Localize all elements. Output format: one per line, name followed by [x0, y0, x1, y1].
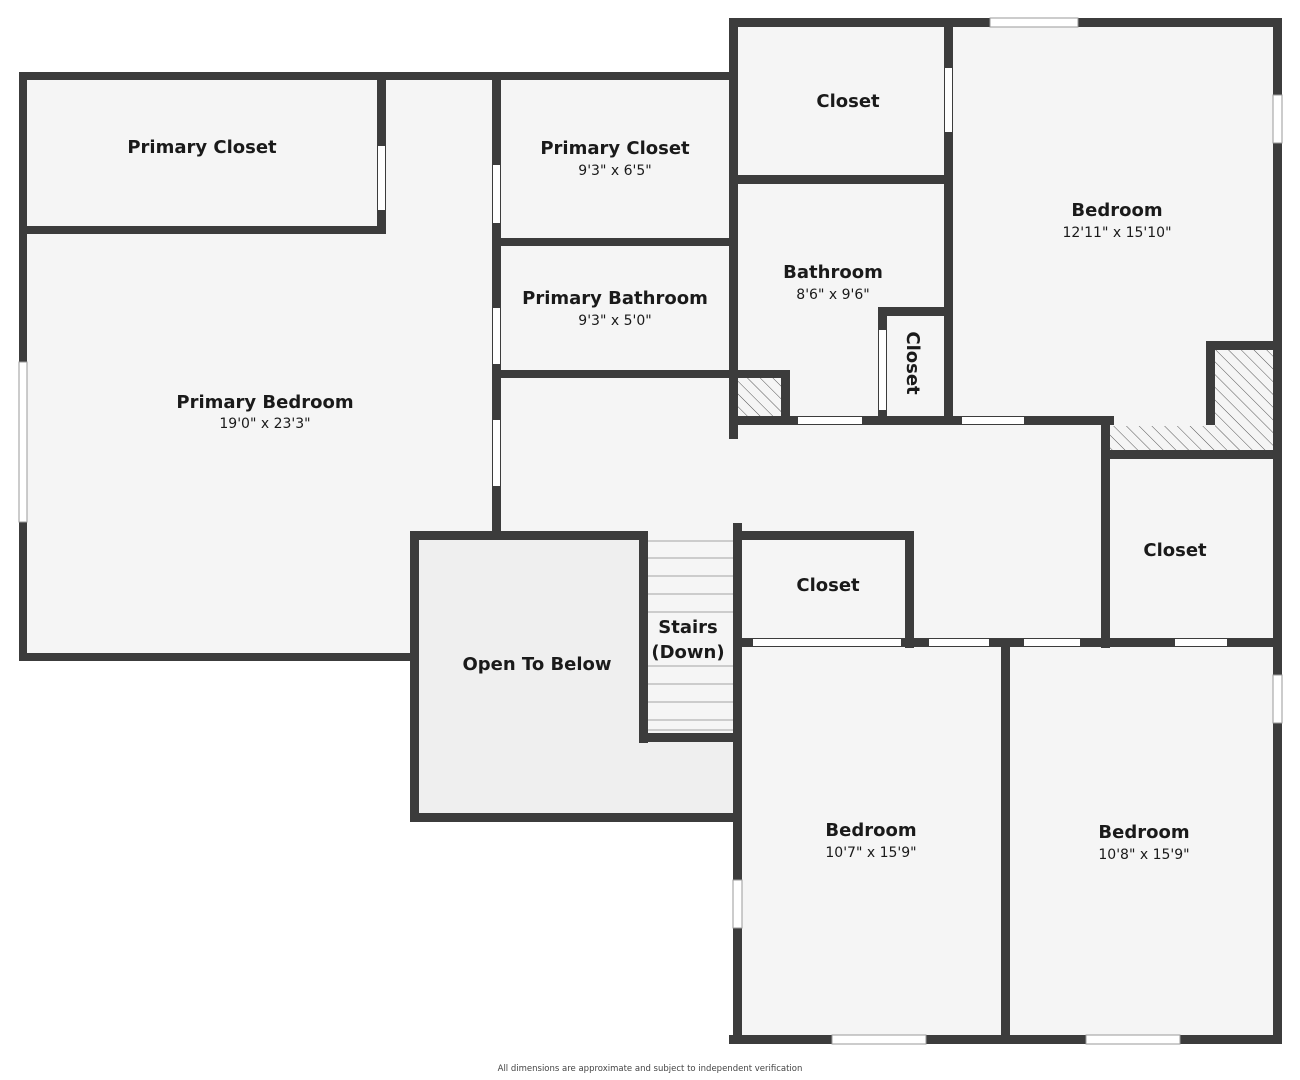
room-label-closet-center: Closet: [796, 575, 860, 596]
room-labels: Primary Closet Primary Closet 9'3" x 6'5…: [127, 91, 1207, 863]
floor-fills: [20, 18, 1282, 1043]
room-label-bedroom-bottom-mid: Bedroom: [825, 820, 916, 841]
room-label-closet-top: Closet: [816, 91, 880, 112]
room-label-primary-closet-mid: Primary Closet: [540, 138, 690, 159]
room-dims-primary-closet-mid: 9'3" x 6'5": [578, 163, 651, 179]
hall-floor: [498, 372, 1108, 648]
room-dims-bedroom-bottom-right: 10'8" x 15'9": [1098, 847, 1189, 863]
room-dims-primary-bathroom: 9'3" x 5'0": [578, 313, 651, 329]
windows: [18, 17, 1283, 1045]
room-label-open-to-below: Open To Below: [462, 654, 611, 675]
stair-treads: [646, 540, 734, 731]
room-dims-bedroom-bottom-mid: 10'7" x 15'9": [825, 845, 916, 861]
room-label-closet-right: Closet: [1143, 540, 1207, 561]
stairs-floor: [641, 536, 737, 740]
utility-chase-left: [737, 376, 784, 420]
room-label-closet-small: Closet: [902, 331, 923, 395]
room-label-primary-closet-left: Primary Closet: [127, 137, 277, 158]
room-label-bathroom: Bathroom: [783, 262, 883, 283]
room-label-stairs: Stairs: [658, 617, 717, 638]
room-dims-primary-bedroom: 19'0" x 23'3": [219, 416, 310, 432]
utility-chase-right: [1108, 346, 1274, 452]
door-openings: [378, 68, 1227, 646]
room-label-primary-bathroom: Primary Bathroom: [522, 288, 708, 309]
room-label-bedroom-bottom-right: Bedroom: [1098, 822, 1189, 843]
room-dims-bathroom: 8'6" x 9'6": [796, 287, 869, 303]
primary-wing-floor: [20, 72, 733, 660]
room-label-bedroom-top-right: Bedroom: [1071, 200, 1162, 221]
disclaimer-text: All dimensions are approximate and subje…: [497, 1064, 803, 1074]
room-label-primary-bedroom: Primary Bedroom: [176, 392, 353, 413]
room-dims-bedroom-top-right: 12'11" x 15'10": [1062, 225, 1171, 241]
room-label-stairs-direction: (Down): [651, 642, 724, 663]
